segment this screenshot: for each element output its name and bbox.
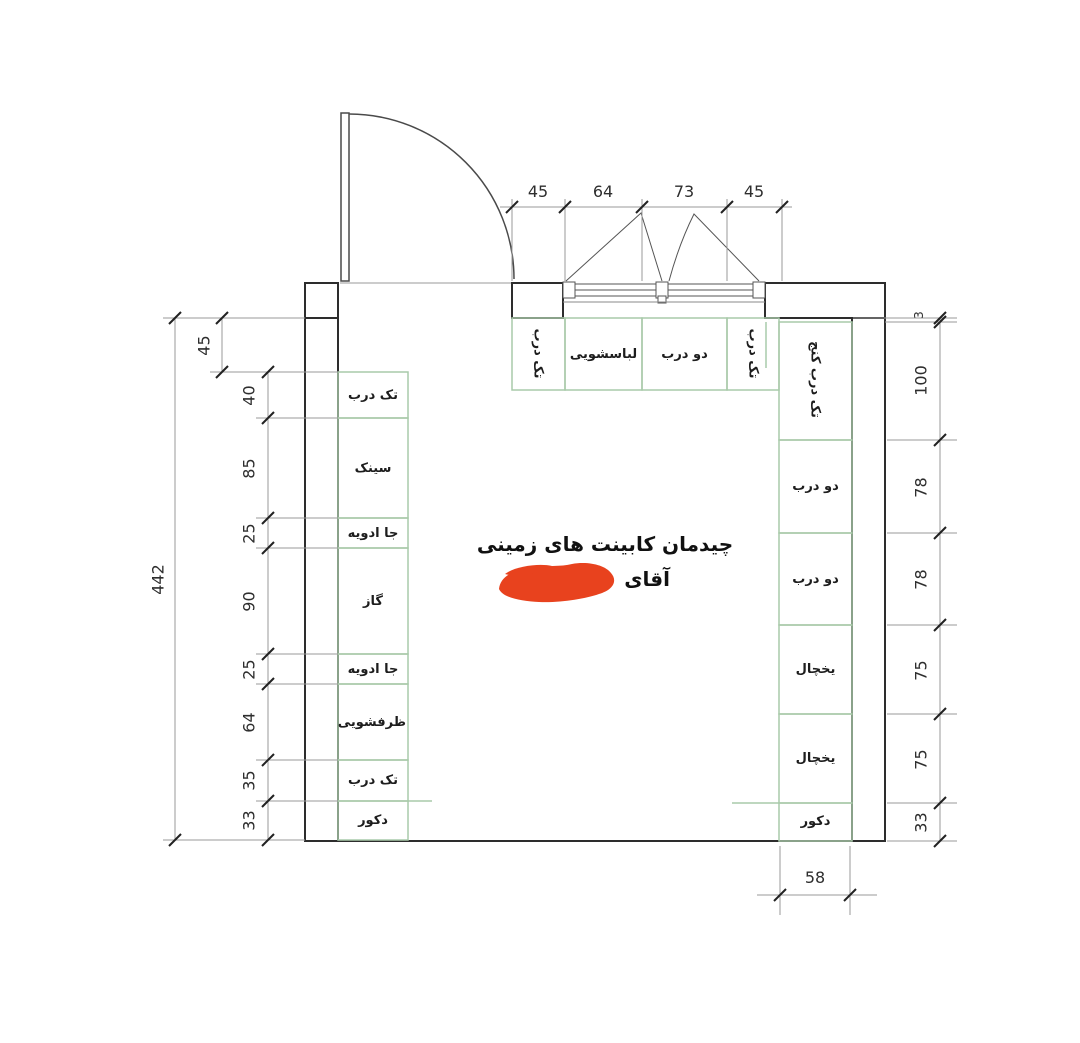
- dim-right-78b: 78: [911, 569, 931, 590]
- cabinet-label-top-single-door-right: تک درب: [745, 328, 761, 379]
- window-symbol: [562, 212, 766, 304]
- dim-left-45: 45: [194, 335, 214, 356]
- dim-right-75a: 75: [911, 660, 931, 681]
- dim-left-25a: 25: [239, 523, 259, 544]
- dimension-lines: [163, 199, 957, 915]
- dim-right-75b: 75: [911, 749, 931, 770]
- walls: [304, 282, 886, 842]
- dim-right-78a: 78: [911, 477, 931, 498]
- cabinet-label-dishwasher: ظرفشویی: [337, 715, 406, 730]
- cabinet-label-stove: گاز: [363, 594, 383, 609]
- cabinet-label-sink: سینک: [354, 461, 392, 476]
- door-symbol: [340, 112, 515, 282]
- dim-bottom-58: 58: [804, 868, 826, 887]
- dim-top-2: 64: [592, 182, 614, 201]
- cabinet-label-washing-machine: لباسشویی: [569, 347, 638, 362]
- dim-left-85: 85: [239, 458, 259, 479]
- cabinet-label-decor-left: دکور: [358, 813, 388, 828]
- dim-left-overall: 442: [148, 564, 168, 595]
- cabinet-label-double-door-2: دو درب: [792, 572, 839, 587]
- dim-top-3: 73: [673, 182, 695, 201]
- dim-left-25b: 25: [239, 659, 259, 680]
- dim-left-64: 64: [239, 712, 259, 733]
- cabinet-label-corner-single-door: تک درب کنج: [807, 341, 823, 418]
- dim-left-40: 40: [239, 385, 259, 406]
- cabinet-label-spice-rack-1: جا ادویه: [347, 526, 399, 541]
- dim-left-90: 90: [239, 591, 259, 612]
- dim-right-100: 100: [911, 365, 931, 396]
- dim-top-4: 45: [743, 182, 765, 201]
- cabinet-label-single-door-2: تک درب: [348, 773, 398, 788]
- cabinet-label-decor-right: دکور: [800, 814, 831, 829]
- cabinet-label-top-double-door: دو درب: [661, 347, 708, 362]
- plan-subtitle-client: آقای: [624, 567, 670, 591]
- cabinet-label-fridge-2: یخچال: [795, 751, 836, 766]
- cabinet-outlines: [337, 317, 853, 842]
- dim-top-1: 45: [527, 182, 549, 201]
- dim-left-33: 33: [239, 810, 259, 831]
- red-scribble: [499, 563, 615, 603]
- cabinet-label-top-single-door-left: تک درب: [530, 328, 546, 379]
- dim-right-3: 3: [912, 311, 926, 319]
- cabinet-label-spice-rack-2: جا ادویه: [347, 662, 399, 677]
- plan-title: چیدمان کابینت های زمینی: [476, 532, 734, 556]
- dimension-ticks: [168, 200, 947, 902]
- cabinet-label-double-door-1: دو درب: [792, 479, 839, 494]
- cabinet-label-fridge-1: یخچال: [795, 662, 836, 677]
- dim-right-33: 33: [911, 812, 931, 833]
- cabinet-label-single-door-1: تک درب: [348, 388, 398, 403]
